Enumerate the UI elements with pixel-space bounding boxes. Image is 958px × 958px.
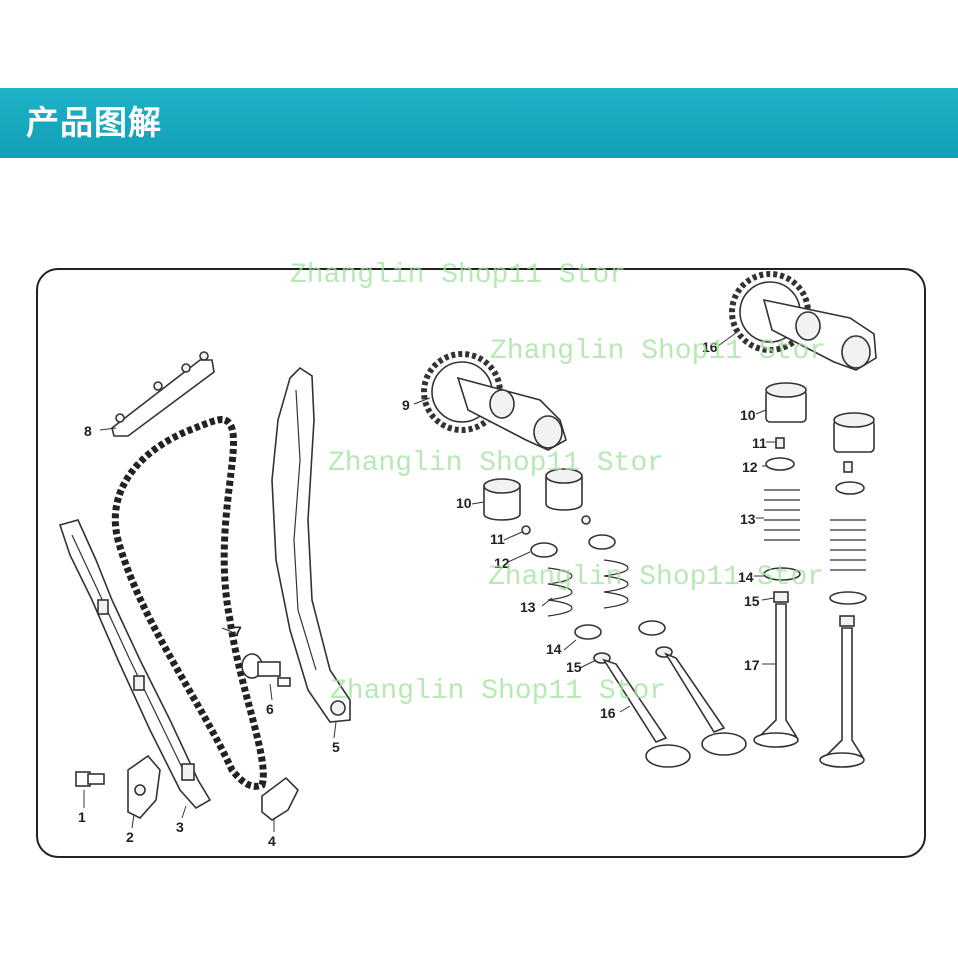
page-title: 产品图解: [26, 103, 162, 142]
part-plate: [127, 754, 161, 819]
callout-14-left: 14: [546, 641, 562, 657]
callout-6: 6: [266, 701, 274, 717]
part-chain-guide-top: [111, 351, 215, 437]
callout-16-left: 16: [600, 705, 616, 721]
watermark-text: Zhanglin Shop11 Stor: [488, 562, 824, 593]
part-camshaft-left: [421, 351, 567, 451]
callout-3: 3: [176, 819, 184, 835]
part-camshaft-right: [729, 271, 877, 371]
watermark-text: Zhanglin Shop11 Stor: [328, 448, 664, 479]
callout-15-left: 15: [566, 659, 582, 675]
part-tensioner-shoe: [261, 776, 299, 821]
callout-10-left: 10: [456, 495, 472, 511]
valve-assembly-left-b: [545, 468, 747, 756]
callout-11-right: 11: [752, 435, 767, 451]
callout-2: 2: [126, 829, 134, 845]
callout-13-right: 13: [740, 511, 756, 527]
callout-4: 4: [268, 833, 276, 849]
callout-7: 7: [234, 623, 242, 639]
callout-12-right: 12: [742, 459, 758, 475]
callout-13-left: 13: [520, 599, 536, 615]
valve-assembly-left-a: [483, 478, 691, 768]
watermark-text: Zhanglin Shop11 Stor: [490, 336, 826, 367]
part-bolt: [75, 771, 105, 787]
watermark-text: Zhanglin Shop11 Stor: [290, 260, 626, 291]
header-banner: 产品图解: [0, 88, 958, 158]
callout-8: 8: [84, 423, 92, 439]
valve-assembly-right-a: [753, 382, 807, 748]
callout-5: 5: [332, 739, 340, 755]
callout-10-right: 10: [740, 407, 756, 423]
callout-16-right: 16: [702, 339, 718, 355]
part-timing-chain: [111, 416, 267, 790]
part-chain-guide-rail: [271, 366, 351, 723]
part-pivot-bolt: [241, 653, 291, 687]
part-tensioner-arm: [58, 519, 212, 810]
valve-assembly-right-b: [819, 412, 875, 768]
callout-1: 1: [78, 809, 86, 825]
callout-12-left: 12: [494, 555, 510, 571]
leader-lines: [83, 329, 776, 832]
watermark-text: Zhanglin Shop11 Stor: [330, 676, 666, 707]
callout-17-right: 17: [744, 657, 760, 673]
callout-11-left: 11: [490, 531, 505, 547]
callout-14-right: 14: [738, 569, 754, 585]
callout-9: 9: [402, 397, 410, 413]
callout-15-right: 15: [744, 593, 760, 609]
